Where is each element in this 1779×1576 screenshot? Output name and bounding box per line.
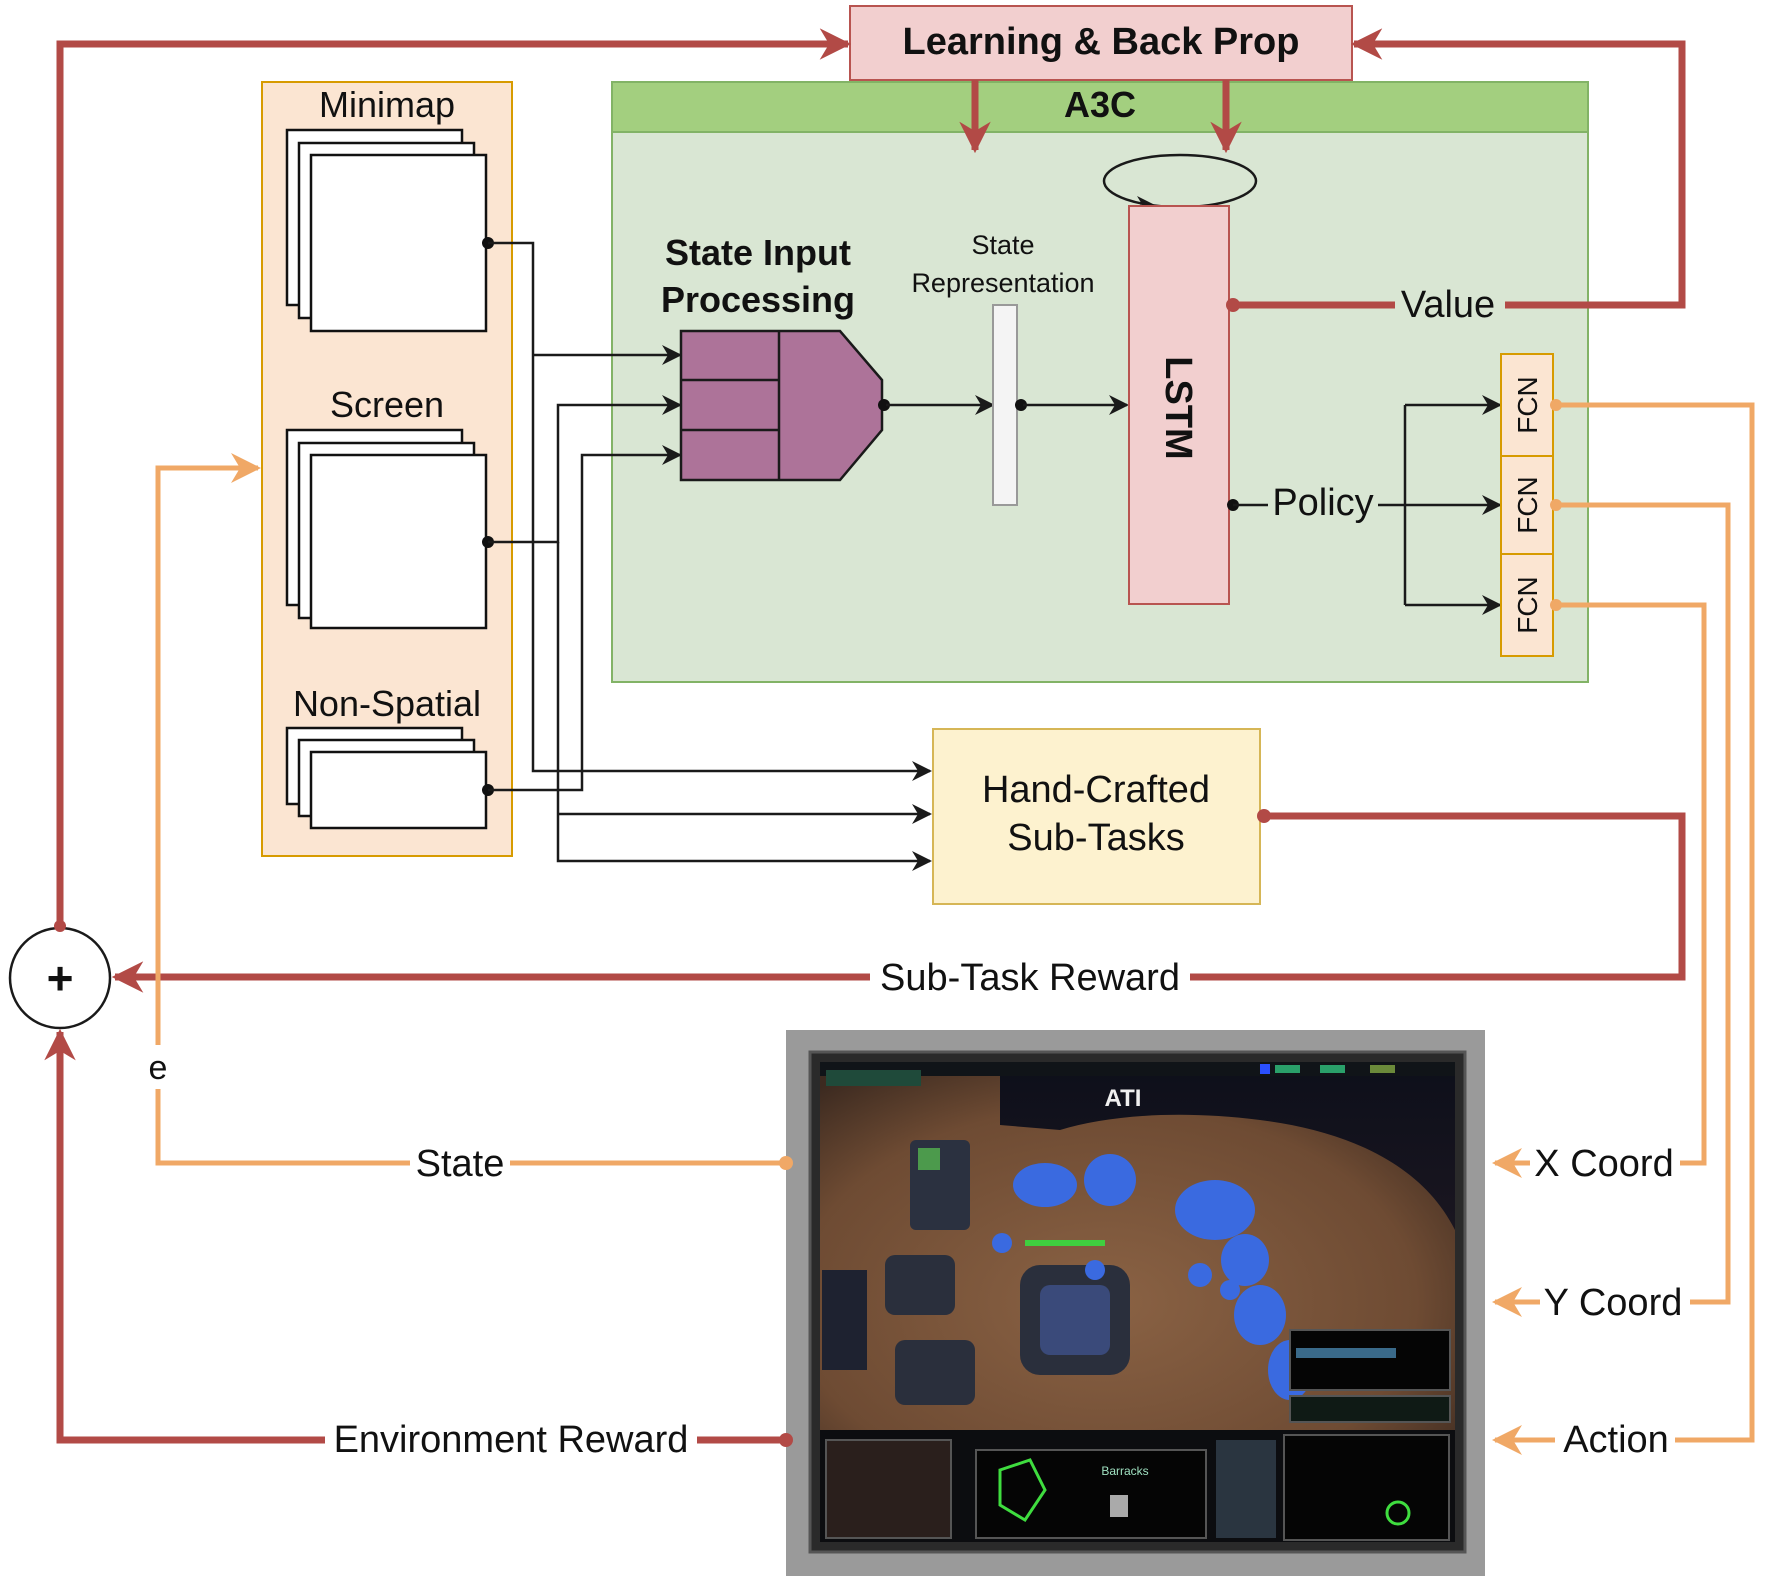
handcrafted-subtasks-block[interactable]: Hand-Crafted Sub-Tasks [932, 728, 1261, 905]
minimap-label: Minimap [319, 84, 455, 125]
learning-backprop-label: Learning & Back Prop [903, 21, 1300, 63]
fcn-head-action[interactable]: FCN [1500, 553, 1554, 657]
fcn-head-x[interactable]: FCN [1500, 353, 1554, 457]
a3c-title: A3C [1064, 84, 1136, 125]
minimap-stack-icon[interactable] [285, 128, 488, 333]
sip-label-line2: Processing [661, 279, 855, 320]
health-bar [1025, 1240, 1105, 1246]
sum-to-learning-arrow [56, 28, 852, 926]
x-coord-label: X Coord [1534, 1143, 1673, 1185]
policy-flow: Policy [1227, 395, 1502, 615]
environment-reward-label: Environment Reward [334, 1419, 689, 1461]
a3c-header [611, 81, 1589, 133]
value-label: Value [1401, 284, 1495, 326]
game-hud: Barracks [820, 1329, 1455, 1542]
epsilon-label: e [149, 1049, 168, 1087]
learning-backprop-box[interactable] [849, 5, 1353, 81]
handcrafted-line1: Hand-Crafted [982, 769, 1210, 811]
inputs-container: Minimap Screen Non-Spatial [261, 81, 513, 857]
staterep-label-line1: State [971, 230, 1034, 260]
staterep-bar[interactable] [992, 304, 1018, 506]
state-flow: State e [140, 453, 793, 1188]
learning-backprop-block[interactable]: Learning & Back Prop [849, 5, 1353, 81]
state-input-processing-block[interactable]: State Input Processing [661, 232, 890, 482]
fcn-head-y[interactable]: FCN [1500, 455, 1554, 555]
handcrafted-box[interactable] [932, 728, 1261, 905]
game-minimap [825, 1439, 952, 1539]
value-flow: Value [1226, 28, 1686, 328]
game-selected-unit-name: Barracks [1101, 1464, 1148, 1478]
fcn-label-2: FCN [1512, 476, 1543, 534]
fcn-heads: FCN FCN FCN [1500, 353, 1554, 657]
fcn-label-3: FCN [1512, 576, 1543, 634]
environment-reward-flow: Environment Reward [44, 1028, 793, 1465]
sub-task-reward-label: Sub-Task Reward [880, 957, 1180, 999]
sip-shape[interactable] [679, 329, 884, 482]
plus-icon: + [47, 952, 74, 1004]
state-label: State [416, 1143, 505, 1185]
game-overlay-text: ATI [1105, 1085, 1142, 1112]
state-representation-block[interactable]: State Representation [911, 230, 1095, 506]
handcrafted-line2: Sub-Tasks [1007, 817, 1184, 859]
staterep-label-line2: Representation [911, 268, 1094, 298]
action-label: Action [1563, 1419, 1669, 1461]
reward-summation: + [8, 28, 852, 1030]
environment-screenshot[interactable]: ATI [786, 1030, 1485, 1576]
screen-label: Screen [330, 384, 444, 425]
sub-task-reward-flow: Sub-Task Reward [111, 809, 1686, 1002]
screen-stack-icon[interactable] [285, 428, 488, 630]
game-buildings [822, 1140, 1130, 1405]
policy-label: Policy [1272, 482, 1373, 524]
lstm-block[interactable]: LSTM [1102, 153, 1258, 605]
sip-label-line1: State Input [665, 232, 851, 273]
non-spatial-label: Non-Spatial [293, 683, 481, 724]
fcn-label-1: FCN [1512, 376, 1543, 434]
y-coord-label: Y Coord [1544, 1282, 1683, 1324]
lstm-box[interactable] [1128, 205, 1230, 605]
non-spatial-stack-icon[interactable] [285, 726, 488, 830]
lstm-label: LSTM [1157, 356, 1199, 459]
action-output-wiring: X Coord Y Coord Action [1492, 399, 1755, 1465]
input-wiring [482, 237, 932, 871]
